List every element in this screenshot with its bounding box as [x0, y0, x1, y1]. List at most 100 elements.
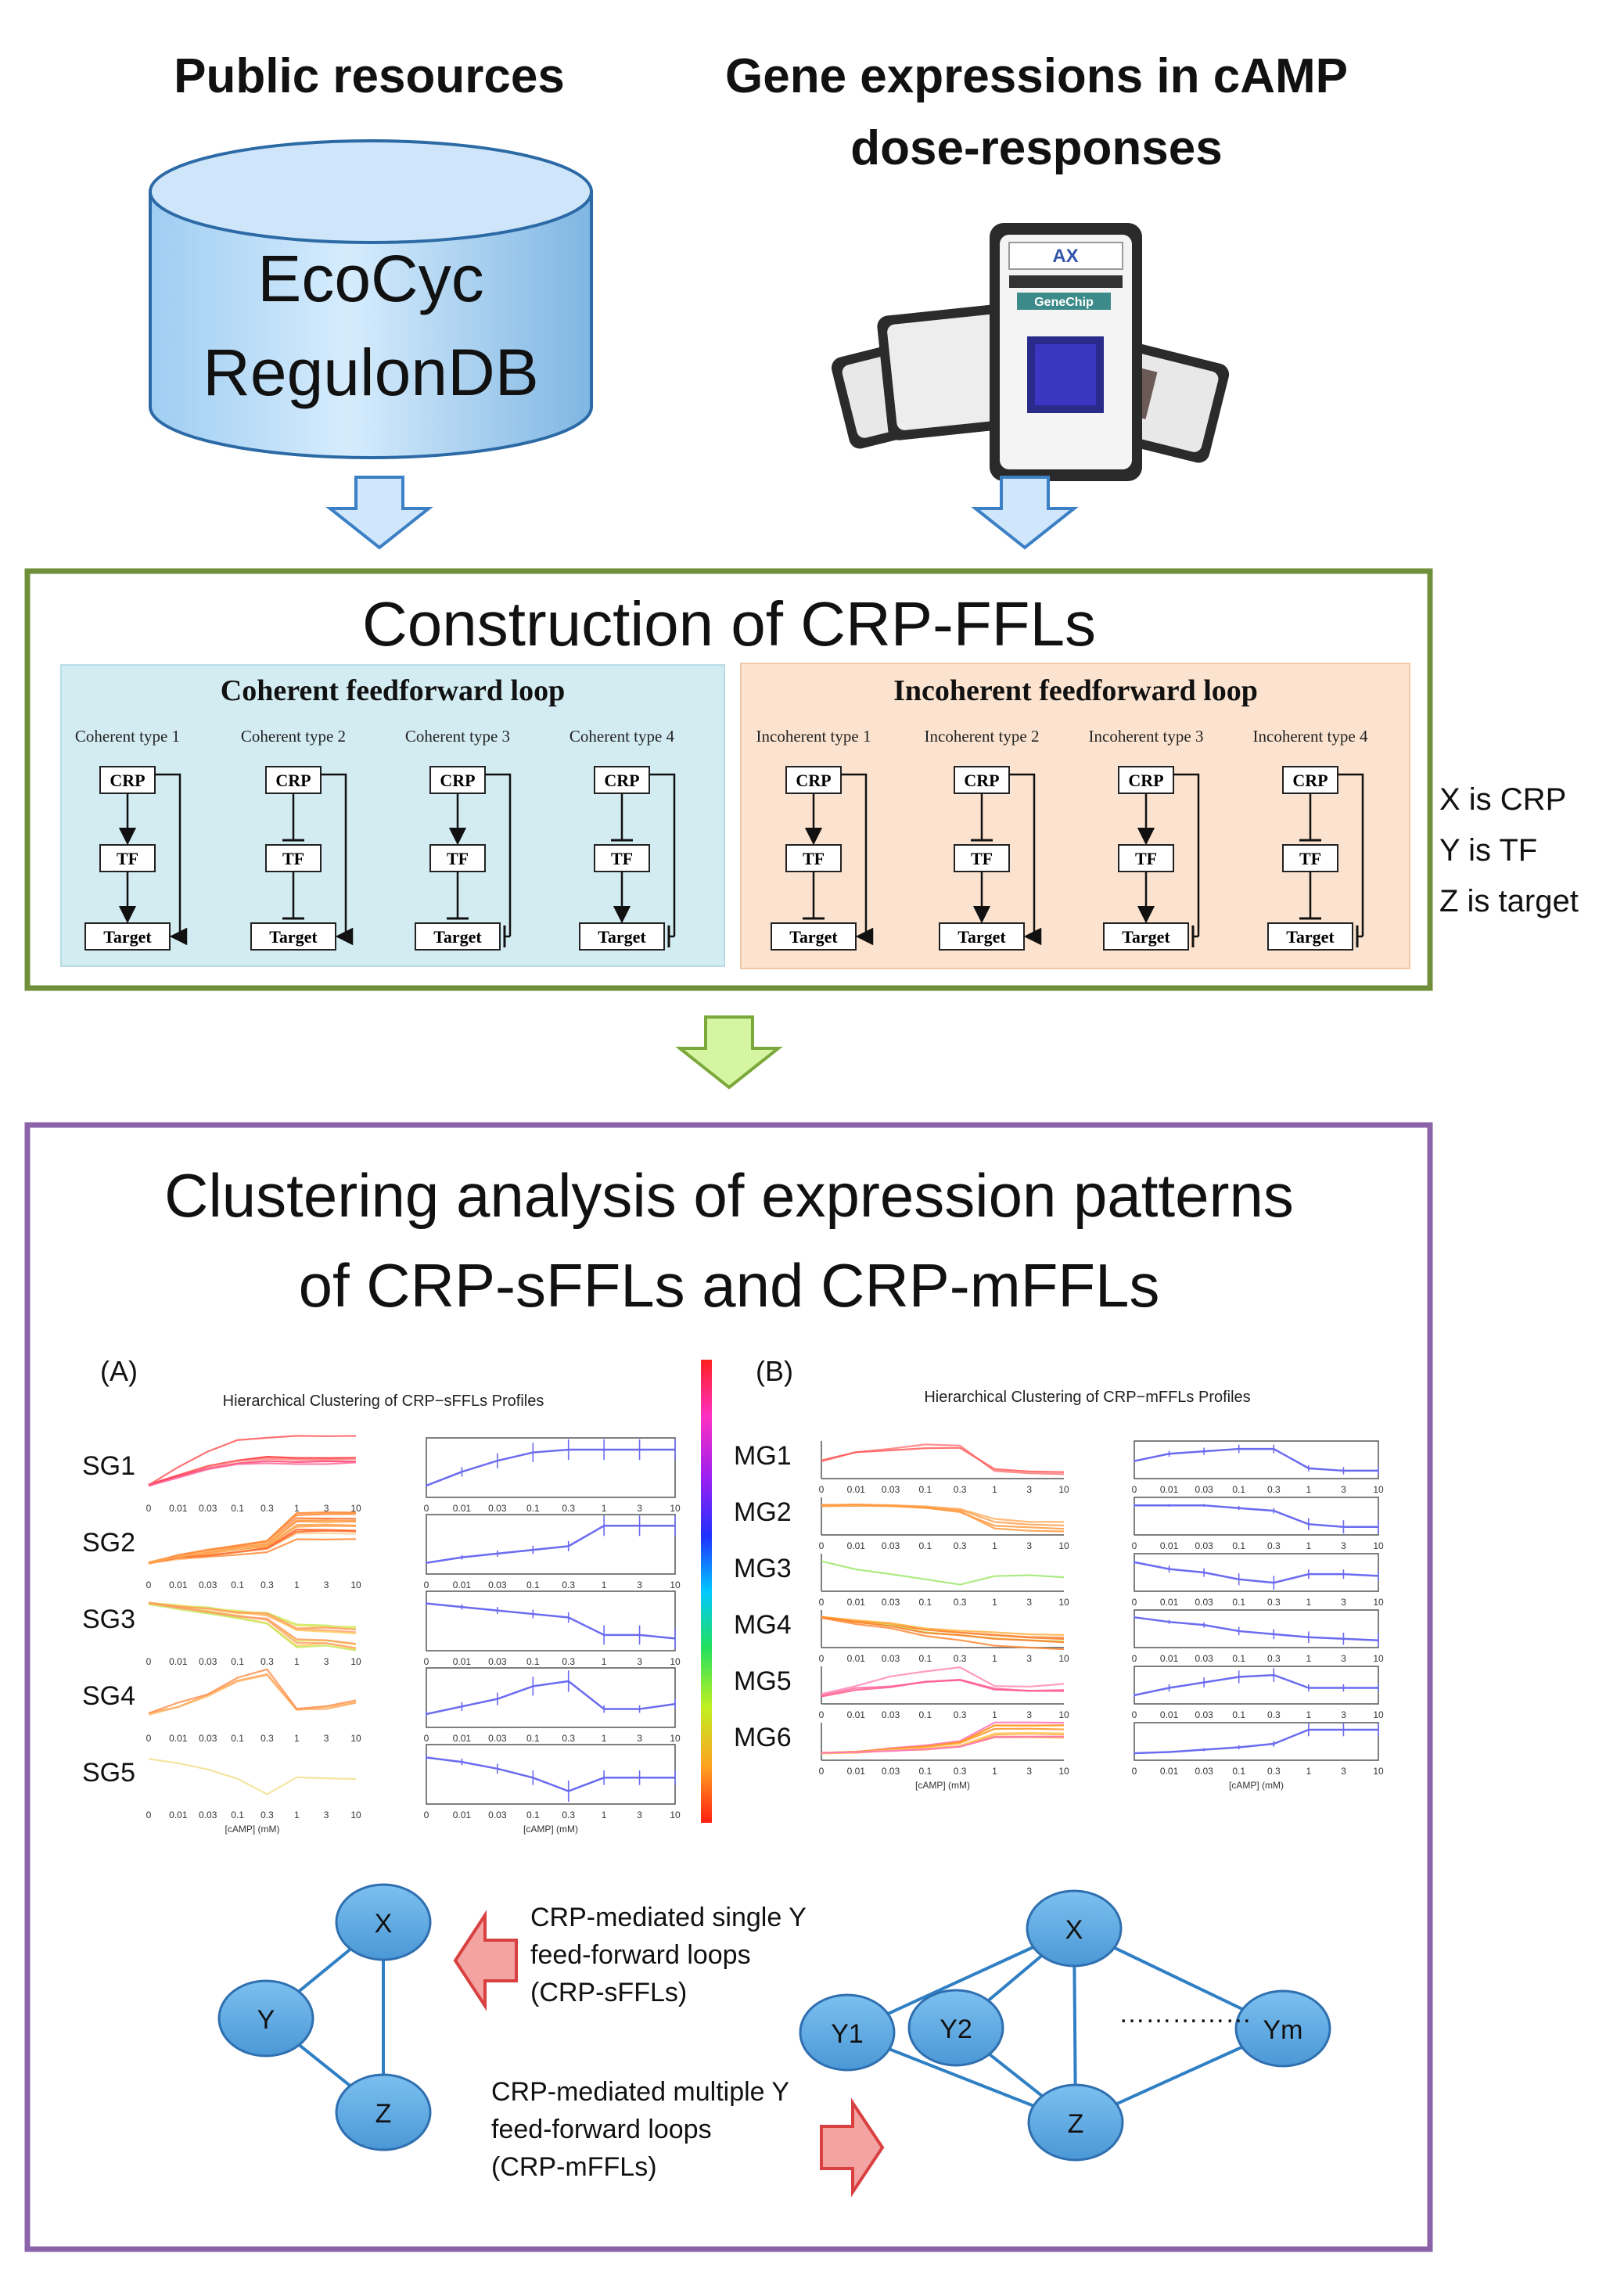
x-tick-label: 0.3	[260, 1656, 274, 1667]
x-tick-label: 1	[1306, 1766, 1312, 1777]
x-tick-label: 0.1	[1232, 1484, 1245, 1495]
panel-a-subtitle: Hierarchical Clustering of CRP−sFFLs Pro…	[223, 1393, 544, 1410]
x-tick-label: 0.01	[1160, 1597, 1179, 1608]
mffl-ellipsis: ……………	[1119, 1999, 1252, 2029]
x-tick-label: 0.01	[847, 1484, 866, 1495]
x-tick-label: 3	[1341, 1709, 1346, 1720]
x-tick-label: 3	[1026, 1484, 1032, 1495]
x-tick-label: 0.3	[954, 1597, 967, 1608]
x-tick-label: 0	[819, 1597, 825, 1608]
x-tick-label: 10	[1058, 1540, 1069, 1551]
x-tick-label: 0.01	[847, 1766, 866, 1777]
clustering-title-line1: Clustering analysis of expression patter…	[164, 1161, 1294, 1230]
x-tick-label: 0	[1132, 1766, 1137, 1777]
x-tick-label: 0	[424, 1503, 429, 1514]
cluster-label: SG1	[82, 1451, 135, 1481]
x-tick-label: 0.01	[1160, 1653, 1179, 1664]
ffl-node-target-label: Target	[1286, 927, 1335, 947]
x-tick-label: 0	[424, 1810, 429, 1820]
database-name-regulondb: RegulonDB	[203, 336, 539, 409]
x-tick-label: 0.01	[169, 1810, 188, 1820]
x-tick-label: 10	[350, 1810, 361, 1820]
ffl-node-crp	[1282, 766, 1338, 794]
panel-b-tag: (B)	[756, 1355, 793, 1387]
legend-z-is-target: Z is target	[1439, 884, 1579, 918]
x-tick-label: 0.03	[1195, 1597, 1213, 1608]
x-tick-label: 10	[1058, 1653, 1069, 1664]
x-tick-label: 0.3	[562, 1580, 575, 1590]
ffl-node-target-label: Target	[958, 927, 1006, 947]
x-tick-label: 1	[602, 1733, 607, 1744]
x-tick-label: 0.01	[169, 1656, 188, 1667]
ffl-node-target	[771, 922, 857, 951]
x-tick-label: 0.3	[1267, 1484, 1281, 1495]
x-tick-label: 1	[1306, 1653, 1312, 1664]
mean-profile-line	[1134, 1728, 1378, 1755]
x-tick-label: 1	[1306, 1484, 1312, 1495]
x-tick-label: 10	[1373, 1540, 1384, 1551]
x-tick-label: 0.03	[882, 1597, 900, 1608]
public-resources-title: Public resources	[174, 49, 565, 103]
x-tick-label: 0	[146, 1503, 152, 1514]
x-tick-label: 0.3	[1267, 1597, 1281, 1608]
x-tick-label: 1	[992, 1484, 997, 1495]
x-tick-label: 0.01	[847, 1709, 866, 1720]
x-tick-label: 0.03	[882, 1709, 900, 1720]
x-tick-label: 0.03	[1195, 1484, 1213, 1495]
mean-profile-line	[1134, 1673, 1378, 1697]
x-tick-label: 0.01	[847, 1597, 866, 1608]
x-tick-label: 3	[1026, 1653, 1032, 1664]
mffl-node-y2	[907, 1989, 1004, 2067]
x-tick-label: 10	[670, 1580, 681, 1590]
mffl-label-line1: CRP-mediated multiple Y	[491, 2077, 789, 2107]
profile-line	[148, 1511, 357, 1564]
x-tick-label: 0.3	[1267, 1709, 1281, 1720]
x-tick-label: 10	[350, 1656, 361, 1667]
x-tick-label: 0.01	[453, 1810, 472, 1820]
x-tick-label: 1	[602, 1656, 607, 1667]
mffl-node-y2-label: Y2	[940, 2014, 972, 2044]
x-tick-label: 0	[1132, 1484, 1137, 1495]
x-tick-label: 1	[602, 1580, 607, 1590]
ffl-node-tf	[99, 844, 156, 872]
x-tick-label: 0.03	[882, 1766, 900, 1777]
x-tick-label: 3	[1341, 1597, 1346, 1608]
x-tick-label: 0	[1132, 1709, 1137, 1720]
x-tick-label: 0.1	[231, 1733, 244, 1744]
x-tick-label: 1	[992, 1766, 997, 1777]
x-tick-label: 0.3	[260, 1580, 274, 1590]
mean-profile-frame	[1134, 1722, 1379, 1761]
ffl-node-crp-label: CRP	[1292, 771, 1328, 790]
profile-line	[148, 1461, 357, 1487]
x-tick-label: 0.3	[1267, 1766, 1281, 1777]
x-tick-label: 0.3	[1267, 1653, 1281, 1664]
clustering-title-line2: of CRP-sFFLs and CRP-mFFLs	[299, 1251, 1160, 1320]
sffl-node-y	[217, 1979, 314, 2058]
profile-line	[821, 1504, 1065, 1530]
microarray-chip-icon: AX GeneChip	[831, 223, 1230, 481]
arrow-down-green-icon	[675, 1015, 783, 1090]
x-tick-label: 0.3	[954, 1709, 967, 1720]
x-tick-label: 3	[637, 1733, 642, 1744]
ffl-node-tf-label: TF	[1299, 849, 1321, 868]
x-tick-label: 0	[146, 1810, 152, 1820]
ffl-type-label: Incoherent type 2	[925, 727, 1040, 746]
x-tick-label: 0.03	[488, 1810, 507, 1820]
x-tick-label: 0	[424, 1580, 429, 1590]
chip-brand-text: AX	[1052, 246, 1078, 267]
x-tick-label: 0.03	[488, 1656, 507, 1667]
ffl-node-crp-label: CRP	[604, 771, 639, 790]
x-tick-label: 0.01	[1160, 1540, 1179, 1551]
x-tick-label: 0.01	[847, 1653, 866, 1664]
legend-y-is-tf: Y is TF	[1439, 833, 1537, 868]
mffl-node-x-label: X	[1065, 1915, 1083, 1945]
x-tick-label: 0	[1132, 1540, 1137, 1551]
